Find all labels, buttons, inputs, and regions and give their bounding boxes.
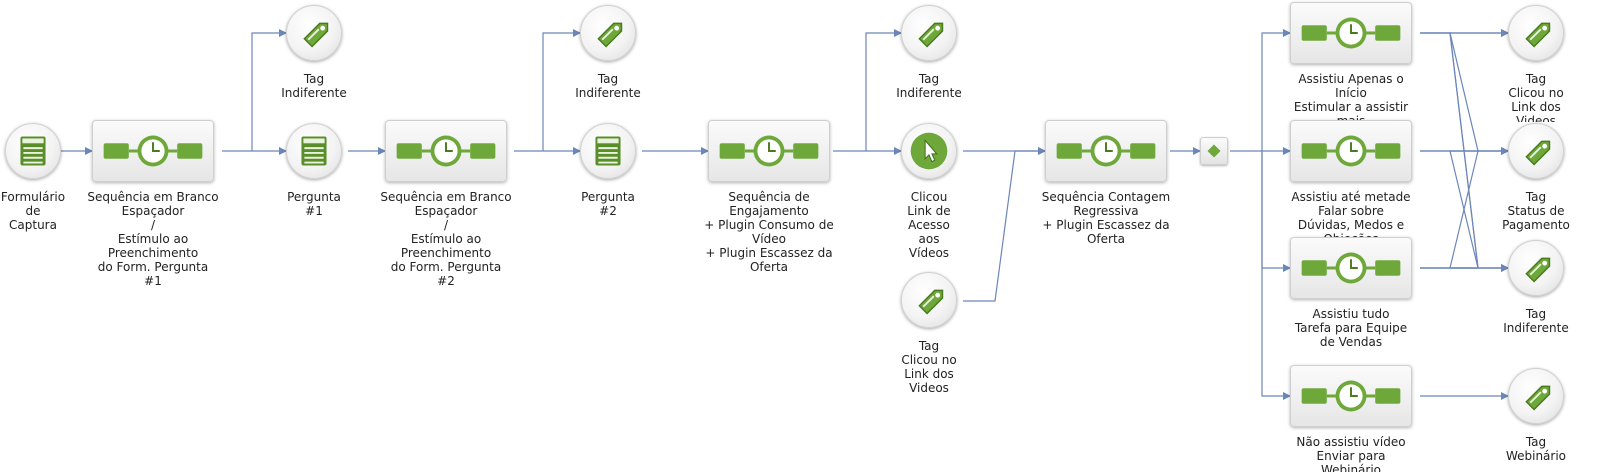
sequence-node-not-watched[interactable] — [1290, 365, 1412, 427]
form-icon[interactable] — [286, 123, 342, 179]
tag-clicked-video-label: Tag Clicou no Link dos Videos — [901, 339, 957, 395]
tag-icon[interactable] — [286, 5, 342, 61]
connector — [963, 147, 1046, 302]
sequence-node-2[interactable] — [385, 120, 507, 182]
tag-icon[interactable] — [901, 272, 957, 328]
sequence-timer-icon — [1301, 252, 1401, 284]
connector — [1261, 29, 1291, 151]
pergunta-2-label: Pergunta #2 — [581, 190, 635, 218]
tag-payment-label: Tag Status de Pagamento — [1502, 190, 1570, 232]
watched-half-label: Assistiu até metade Falar sobre Dúvidas,… — [1291, 190, 1411, 240]
sequence-node-watched-all[interactable] — [1290, 237, 1412, 299]
sequence-countdown-label: Sequência Contagem Regressiva + Plugin E… — [1041, 190, 1171, 246]
form-capture-label: Formulário de Captura — [0, 190, 66, 232]
connector — [1420, 147, 1509, 269]
tag-indiferente-3-label: Tag Indiferente — [896, 72, 962, 100]
connector — [542, 29, 581, 151]
tag-indiferente-2-label: Tag Indiferente — [575, 72, 641, 100]
form-icon[interactable] — [580, 123, 636, 179]
sequence-node-countdown[interactable] — [1045, 120, 1167, 182]
sequence-2-label: Sequência em Branco Espaçador / Estí­mul… — [380, 190, 512, 288]
connector — [1261, 151, 1291, 400]
tag-icon[interactable] — [1508, 240, 1564, 296]
pergunta-1-label: Pergunta #1 — [287, 190, 341, 218]
sequence-node-watched-start[interactable] — [1290, 2, 1412, 64]
sequence-timer-icon — [1056, 135, 1156, 167]
tag-icon[interactable] — [901, 5, 957, 61]
sequence-timer-icon — [103, 135, 203, 167]
diamond-icon — [1207, 144, 1221, 158]
watched-start-label: Assistiu Apenas o Iní­cio Estimular a as… — [1293, 72, 1409, 122]
sequence-node-watched-half[interactable] — [1290, 120, 1412, 182]
sequence-timer-icon — [1301, 380, 1401, 412]
tag-indiferente-1-label: Tag Indiferente — [281, 72, 347, 100]
tag-icon[interactable] — [1508, 123, 1564, 179]
sequence-node-1[interactable] — [92, 120, 214, 182]
not-watched-label: Não assistiu vídeo Enviar para Webinário — [1296, 435, 1406, 472]
tag-icon[interactable] — [580, 5, 636, 61]
sequence-node-engagement[interactable] — [708, 120, 830, 182]
tag-webinar-label: Tag Webinário — [1505, 435, 1567, 463]
connector — [865, 29, 902, 151]
tag-icon[interactable] — [1508, 5, 1564, 61]
sequence-timer-icon — [396, 135, 496, 167]
cursor-click-icon[interactable] — [901, 123, 957, 179]
tag-clicked-video-2-label: Tag Clicou no Link dos Videos — [1508, 72, 1564, 122]
tag-icon[interactable] — [1508, 368, 1564, 424]
sequence-1-label: Sequência em Branco Espaçador / Estí­mul… — [87, 190, 219, 288]
sequence-timer-icon — [1301, 135, 1401, 167]
sequence-engagement-label: Sequência de Engajamento + Plugin Consum… — [704, 190, 834, 274]
form-capture-node[interactable] — [5, 123, 61, 179]
watched-all-label: Assistiu tudo Tarefa para Equipe de Vend… — [1294, 307, 1408, 349]
tag-indiferente-4-label: Tag Indiferente — [1503, 307, 1569, 335]
decision-node[interactable] — [1200, 137, 1228, 165]
sequence-timer-icon — [1301, 17, 1401, 49]
form-icon — [5, 123, 61, 179]
clicked-link-label: Clicou Link de Acesso aos Vídeos — [907, 190, 951, 260]
connector — [251, 29, 287, 151]
sequence-timer-icon — [719, 135, 819, 167]
